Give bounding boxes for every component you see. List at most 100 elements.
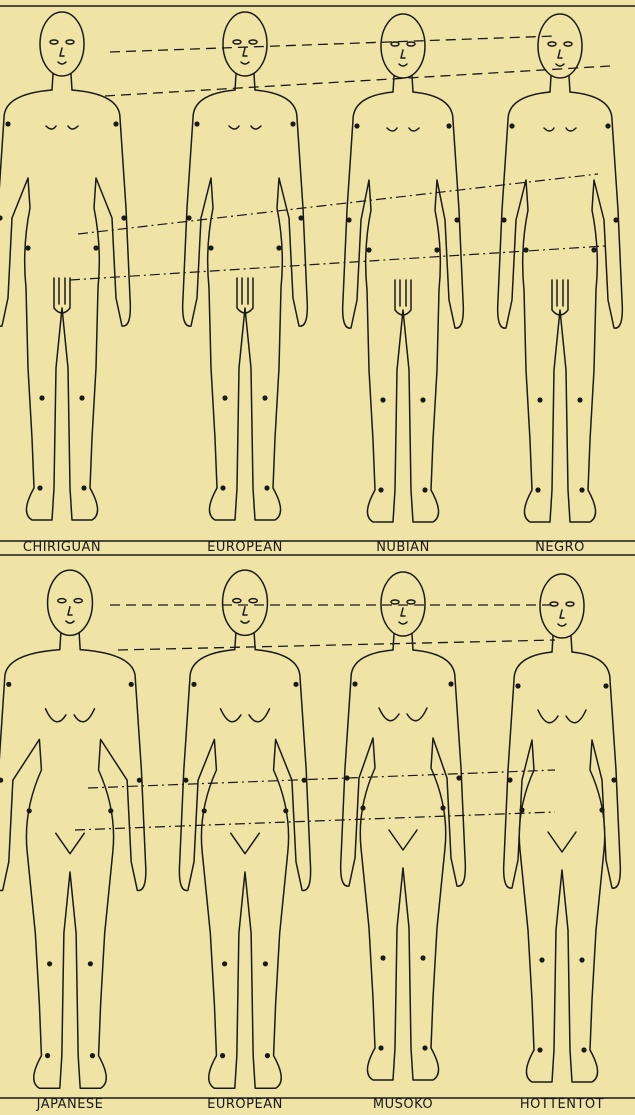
figure-european-male-landmark-dot <box>222 395 227 400</box>
figure-japanese-mouth <box>66 621 74 623</box>
figure-chiriguan-landmark-dot <box>0 215 3 220</box>
figure-hottentot-eye-right <box>566 602 574 606</box>
figure-european-male-eye-right <box>249 40 257 44</box>
figure-hottentot-landmark-dot <box>539 957 544 962</box>
figure-hottentot-pelvis <box>548 832 576 852</box>
figure-nubian-landmark-dot <box>420 397 425 402</box>
figure-musoko-nose <box>401 608 405 616</box>
figure-hottentot-outline <box>504 652 621 1082</box>
figure-nubian-landmark-dot <box>346 217 351 222</box>
figure-nubian-landmark-dot <box>380 397 385 402</box>
figure-chiriguan-landmark-dot <box>113 121 118 126</box>
figure-chiriguan-landmark-dot <box>93 245 98 250</box>
figure-negro-landmark-dot <box>613 217 618 222</box>
figure-nubian-outline <box>343 92 464 522</box>
figure-japanese-head <box>48 570 93 635</box>
figure-hottentot-landmark-dot <box>581 1047 586 1052</box>
figure-negro-landmark-dot <box>501 217 506 222</box>
figure-negro-landmark-dot <box>509 123 514 128</box>
figure-negro-landmark-dot <box>591 247 596 252</box>
figure-negro-nose <box>558 50 562 58</box>
figure-nubian-head <box>381 14 425 78</box>
figure-european-female-landmark-dot <box>220 1053 225 1058</box>
figure-nubian-nose <box>401 50 405 58</box>
figure-japanese-outline <box>0 650 146 1089</box>
figure-chiriguan-eye-left <box>50 40 58 44</box>
figure-european-male-landmark-dot <box>186 215 191 220</box>
figure-european-female-landmark-dot <box>263 961 268 966</box>
figure-musoko-landmark-dot <box>440 805 445 810</box>
figure-musoko-eye-right <box>407 600 415 604</box>
figure-nubian-landmark-dot <box>454 217 459 222</box>
figure-negro-landmark-dot <box>523 247 528 252</box>
figure-nubian <box>343 14 464 522</box>
figure-hottentot-landmark-dot <box>507 777 512 782</box>
figure-musoko-pelvis <box>389 830 417 850</box>
label-japanese: JAPANESE <box>37 1097 104 1112</box>
figure-hottentot-landmark-dot <box>537 1047 542 1052</box>
figure-chiriguan-landmark-dot <box>5 121 10 126</box>
figure-nubian-eye-left <box>391 42 399 46</box>
label-european-male: EUROPEAN <box>207 540 283 555</box>
figure-european-male-landmark-dot <box>262 395 267 400</box>
figure-musoko-landmark-dot <box>420 955 425 960</box>
figure-chiriguan <box>0 12 130 520</box>
figure-chiriguan-eye-right <box>66 40 74 44</box>
figure-chiriguan-nose <box>60 48 64 56</box>
figure-nubian-landmark-dot <box>434 247 439 252</box>
figure-musoko-landmark-dot <box>422 1045 427 1050</box>
figure-japanese-breasts <box>46 709 95 722</box>
figure-european-female-nose <box>243 607 247 615</box>
figure-hottentot-head <box>540 574 584 638</box>
figure-european-female-landmark-dot <box>191 682 196 687</box>
figure-musoko-outline <box>341 650 466 1080</box>
figure-european-male-landmark-dot <box>220 485 225 490</box>
figure-negro-landmark-dot <box>537 397 542 402</box>
figure-musoko-mouth <box>399 622 407 624</box>
figure-japanese-landmark-dot <box>6 682 11 687</box>
figure-negro-eye-right <box>564 42 572 46</box>
crotch-level-line-top <box>70 246 605 280</box>
figure-hottentot-landmark-dot <box>519 807 524 812</box>
figure-chiriguan-mouth <box>58 62 66 64</box>
figure-japanese-landmark-dot <box>90 1053 95 1058</box>
figure-musoko-landmark-dot <box>456 775 461 780</box>
figure-musoko-head <box>381 572 425 636</box>
figure-nubian-landmark-dot <box>422 487 427 492</box>
figure-european-female-landmark-dot <box>183 778 188 783</box>
eye-level-line-top <box>110 36 555 52</box>
figure-nubian-landmark-dot <box>378 487 383 492</box>
figure-hottentot-landmark-dot <box>579 957 584 962</box>
figure-european-female-landmark-dot <box>202 808 207 813</box>
figure-european-male-landmark-dot <box>264 485 269 490</box>
figure-hottentot-landmark-dot <box>515 683 520 688</box>
figure-european-female-landmark-dot <box>222 961 227 966</box>
figure-european-male-landmark-dot <box>276 245 281 250</box>
figure-european-male-outline <box>183 90 308 520</box>
figure-negro <box>498 14 623 522</box>
figure-japanese-nose <box>68 607 72 615</box>
figure-japanese-landmark-dot <box>47 961 52 966</box>
figure-musoko-landmark-dot <box>378 1045 383 1050</box>
label-hottentot: HOTTENTOT <box>520 1097 604 1112</box>
figure-european-male-landmark-dot <box>298 215 303 220</box>
figure-negro-landmark-dot <box>535 487 540 492</box>
figure-nubian-landmark-dot <box>366 247 371 252</box>
figure-european-male-landmark-dot <box>208 245 213 250</box>
figure-japanese-eye-left <box>58 599 66 603</box>
figure-hottentot-mouth <box>558 624 566 626</box>
figure-european-female-breasts <box>221 709 270 722</box>
figure-chiriguan-head <box>40 12 84 76</box>
navel-level-line-bottom <box>88 770 555 788</box>
figure-hottentot-breasts <box>538 710 586 723</box>
label-musoko: MUSOKO <box>373 1097 433 1112</box>
figure-chiriguan-landmark-dot <box>81 485 86 490</box>
figure-musoko-landmark-dot <box>360 805 365 810</box>
label-negro: NEGRO <box>535 540 585 555</box>
figure-negro-chest <box>544 128 576 131</box>
figure-nubian-mouth <box>399 64 407 66</box>
figure-japanese-landmark-dot <box>0 778 3 783</box>
figure-european-female-landmark-dot <box>293 682 298 687</box>
